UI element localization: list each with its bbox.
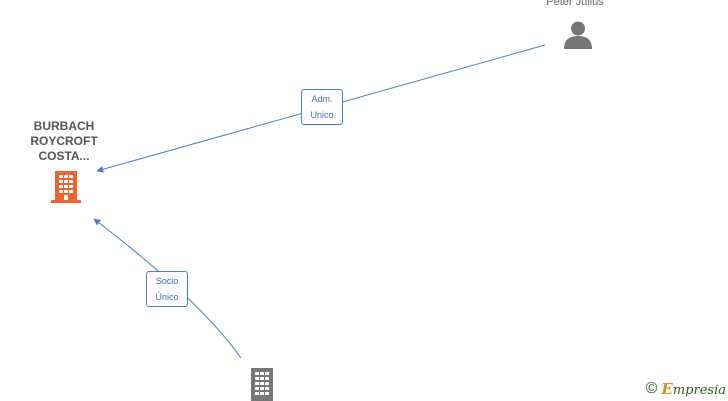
copyright-symbol: © <box>645 380 658 397</box>
edge-label-line: Socio <box>155 276 179 286</box>
edge-label-line: Único <box>155 292 179 302</box>
brand-logo-rest: mpresia <box>672 383 726 398</box>
company-building-icon[interactable] <box>246 367 278 401</box>
brand-logo-letter: E <box>661 380 673 398</box>
company-main-label-line: BURBACH <box>33 119 95 133</box>
edge-label-socio-unico: Socio Único <box>146 271 188 307</box>
person-name[interactable]: Peter Julius <box>546 0 604 8</box>
empresia-brand[interactable]: © Empresia <box>646 380 726 398</box>
company-main-label[interactable]: BURBACH ROYCROFT COSTA... <box>14 119 114 164</box>
edge-label-line: Adm. <box>311 94 333 104</box>
company-building-icon[interactable] <box>50 170 82 204</box>
edge-label-line: Unico <box>310 110 334 120</box>
edge-label-adm-unico: Adm. Unico <box>301 89 343 125</box>
company-main-label-line: COSTA... <box>38 149 90 163</box>
brand-logo-text: Empresia <box>661 380 726 398</box>
company-main-label-line: ROYCROFT <box>30 134 98 148</box>
person-icon[interactable] <box>562 20 594 50</box>
